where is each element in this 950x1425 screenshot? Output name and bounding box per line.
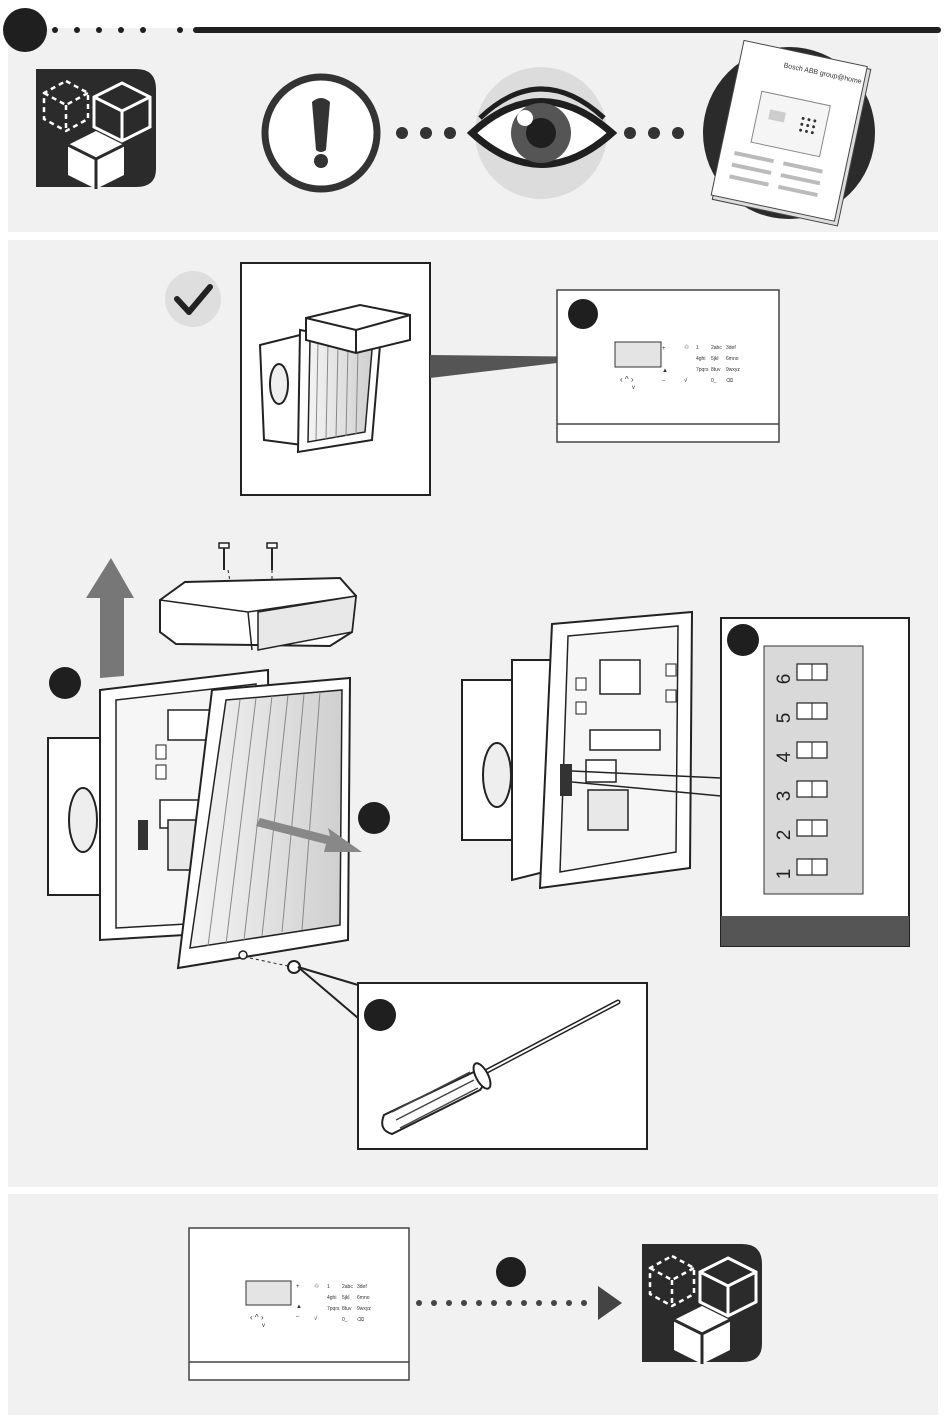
keypad-key: 9wxyz	[357, 1306, 371, 1312]
svg-text:v: v	[262, 1323, 265, 1329]
keypad-key: 8tuv	[342, 1306, 352, 1312]
svg-text:+: +	[296, 1284, 300, 1290]
keypad-key: ⌫	[357, 1317, 364, 1323]
keypad-key: 1	[327, 1284, 330, 1290]
svg-text:♲: ♲	[314, 1283, 319, 1290]
keypad-key: 5jkl	[342, 1295, 350, 1301]
keypad-key: 0_	[342, 1317, 348, 1323]
cube-box-icon	[642, 1244, 762, 1364]
keypad-key: 6mno	[357, 1295, 370, 1301]
keypad-key: 2abc	[342, 1284, 353, 1290]
flow-arrow	[416, 1257, 622, 1320]
svg-text:‹ ^ ›: ‹ ^ ›	[250, 1313, 264, 1322]
svg-text:▲: ▲	[296, 1304, 302, 1310]
keypad-key: 3def	[357, 1284, 367, 1290]
keypad-key: 4ghi	[327, 1295, 336, 1301]
keypad-key: 7pqrs	[327, 1306, 340, 1312]
step-badge	[496, 1257, 526, 1287]
